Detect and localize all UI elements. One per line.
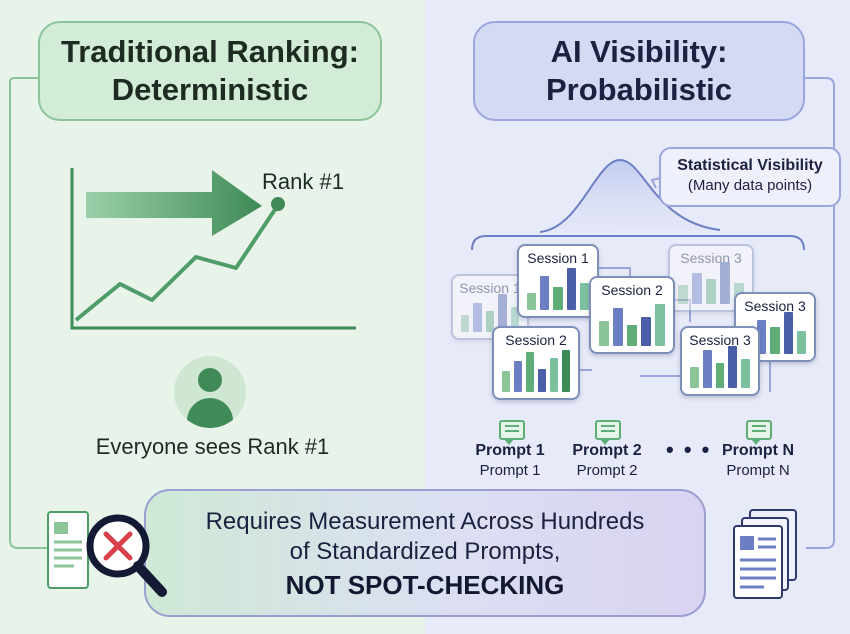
- rank-label: Rank #1: [262, 169, 344, 194]
- session-bar: [678, 285, 688, 304]
- session-bar: [655, 304, 665, 346]
- session-bar: [562, 350, 570, 392]
- session-bar: [566, 268, 576, 310]
- session-bar: [720, 262, 730, 304]
- prompt-subtitle: Prompt N: [726, 462, 790, 479]
- session-bar: [741, 358, 750, 388]
- title-line-1: AI Visibility:: [550, 34, 728, 69]
- chat-bubble-icon: [746, 420, 772, 445]
- prompt-item: Prompt N Prompt N: [708, 442, 808, 479]
- session-bars: [527, 268, 590, 310]
- session-label: Session 2: [505, 332, 567, 348]
- callout-subtitle: (Many data points): [687, 177, 813, 194]
- session-bar: [770, 326, 780, 354]
- session-bar: [498, 294, 507, 332]
- session-label: Session 3: [680, 250, 742, 266]
- banner-emphasis: NOT SPOT-CHECKING: [285, 570, 565, 600]
- session-bar: [526, 352, 534, 392]
- title-line-2: Probabilistic: [545, 72, 733, 107]
- person-icon: [174, 356, 246, 428]
- session-bar: [538, 368, 546, 392]
- session-bars: [599, 304, 665, 346]
- chart-axes: [70, 168, 356, 330]
- session-bar: [550, 358, 558, 392]
- ai-visibility-title: AI Visibility: Probabilistic: [473, 21, 805, 121]
- session-bar: [715, 362, 725, 388]
- session-bar: [485, 311, 495, 332]
- session-bar: [692, 272, 702, 304]
- chat-bubble-icon: [595, 420, 621, 445]
- rank-dot: [271, 197, 285, 211]
- sessions-brace: [471, 235, 805, 251]
- document-stack-icon: [733, 509, 797, 599]
- session-bars: [461, 290, 520, 332]
- left-frame-line: [9, 77, 48, 549]
- chat-bubble-icon: [499, 420, 525, 445]
- session-bar: [796, 330, 807, 354]
- session-bar: [783, 312, 793, 354]
- session-bar: [527, 293, 537, 310]
- session-bar: [540, 276, 550, 310]
- session-bar: [627, 325, 637, 346]
- session-bar: [553, 286, 563, 310]
- banner-line-1: Requires Measurement Across Hundreds: [205, 508, 645, 535]
- session-bars: [690, 346, 750, 388]
- session-label: Session 1: [459, 280, 521, 296]
- measurement-banner: Requires Measurement Across Hundreds of …: [144, 489, 706, 617]
- session-bars: [502, 350, 570, 392]
- session-bar: [461, 315, 470, 332]
- session-bar: [579, 282, 590, 310]
- title-line-2: Deterministic: [111, 72, 309, 107]
- session-bar: [641, 316, 651, 346]
- prompt-title: Prompt 1: [475, 442, 545, 459]
- session-bar: [473, 302, 482, 332]
- session-bar: [502, 371, 510, 392]
- session-bar: [599, 320, 609, 346]
- prompt-item: Prompt 1 Prompt 1: [460, 442, 560, 479]
- statistical-visibility-callout: Statistical Visibility (Many data points…: [659, 147, 841, 207]
- prompt-title: Prompt 2: [572, 442, 642, 459]
- magnifier-x-icon: [47, 511, 167, 597]
- prompt-subtitle: Prompt 1: [479, 462, 541, 479]
- everyone-caption: Everyone sees Rank #1: [95, 434, 330, 459]
- banner-line-2: of Standardized Prompts,: [289, 538, 561, 565]
- session-card: Session 2: [589, 276, 675, 354]
- session-label: Session 3: [744, 298, 806, 314]
- session-bar: [510, 306, 520, 332]
- arrow-right-icon: [86, 170, 262, 236]
- session-card: Session 1: [517, 244, 599, 318]
- session-bar: [613, 308, 623, 346]
- callout-title: Statistical Visibility: [677, 157, 823, 174]
- session-bar: [728, 346, 738, 388]
- session-bar: [706, 278, 716, 304]
- prompt-item: Prompt 2 Prompt 2: [557, 442, 657, 479]
- session-label: Session 3: [689, 332, 751, 348]
- ellipsis: • • •: [666, 437, 712, 462]
- session-label: Session 1: [527, 250, 589, 266]
- distribution-curve: [539, 158, 721, 233]
- session-bar: [514, 360, 522, 392]
- session-bar: [690, 367, 699, 388]
- traditional-ranking-title: Traditional Ranking: Deterministic: [38, 21, 382, 121]
- session-label: Session 2: [601, 282, 663, 298]
- session-bar: [757, 320, 767, 354]
- rank-trend-line: [74, 203, 280, 322]
- session-card: Session 3: [680, 326, 760, 396]
- title-line-1: Traditional Ranking:: [61, 34, 359, 69]
- prompt-subtitle: Prompt 2: [576, 462, 638, 479]
- session-bar: [702, 350, 712, 388]
- prompt-title: Prompt N: [722, 442, 794, 459]
- right-frame-line: [801, 77, 835, 549]
- session-card: Session 2: [492, 326, 580, 400]
